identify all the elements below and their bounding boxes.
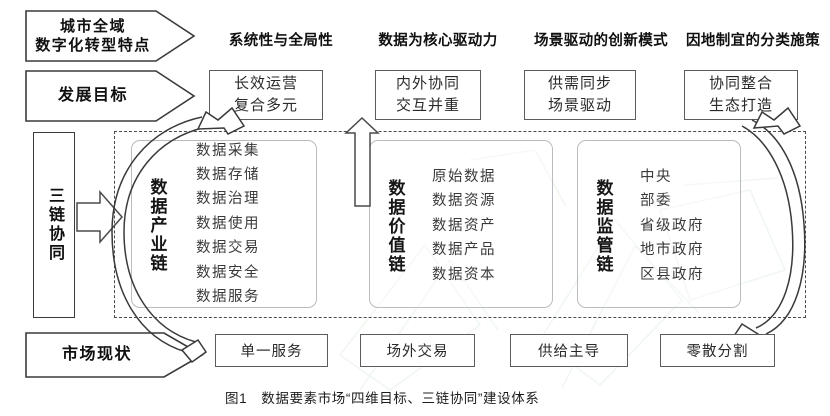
goal-box-2-line2: 交互并重 [395, 97, 460, 114]
goal-box-3-line1: 供需同步 [547, 75, 612, 93]
figure-caption: 图1 数据要素市场“四维目标、三链协同”建设体系 [225, 391, 540, 406]
chain-card-regulation-title: 数据监管链 [593, 178, 613, 274]
goal-box-1-line2: 复合多元 [233, 97, 298, 114]
list-item: 数据治理 [196, 191, 260, 208]
list-item: 数据存储 [196, 167, 260, 184]
list-item: 区县政府 [640, 266, 704, 283]
column-header-3: 场景驱动的创新模式 [533, 33, 669, 49]
chain-card-value-title: 数据价值链 [385, 178, 405, 274]
market-status-box-2: 场外交易 [360, 334, 475, 367]
list-item: 数据资本 [432, 266, 496, 283]
list-item: 数据服务 [196, 288, 260, 305]
chain-card-value [369, 140, 553, 308]
list-item: 数据交易 [196, 240, 260, 257]
row-label-market-status-text: 市场现状 [61, 345, 132, 363]
goal-box-1-line1: 长效运营 [233, 75, 298, 93]
goal-box-4-line2: 生态打造 [708, 97, 773, 114]
market-status-box-3: 供给主导 [510, 334, 628, 367]
goal-box-4-line1: 协同整合 [708, 75, 773, 93]
list-item: 原始数据 [432, 169, 496, 186]
three-chain-container [114, 131, 806, 318]
list-item: 数据采集 [196, 142, 260, 159]
chain-card-regulation-items: 中央 部委 省级政府 地市政府 区县政府 [640, 169, 736, 282]
list-item: 中央 [640, 169, 672, 186]
list-item: 部委 [640, 193, 672, 210]
chain-card-value-items: 原始数据 数据资源 数据资产 数据产品 数据资本 [432, 169, 540, 282]
chain-card-industry-items: 数据采集 数据存储 数据治理 数据使用 数据交易 数据安全 数据服务 [196, 142, 304, 306]
row-label-market-status: 市场现状 [25, 332, 204, 378]
list-item: 数据资源 [432, 193, 496, 210]
goal-box-2-line1: 内外协同 [395, 75, 460, 93]
chain-card-industry-title: 数据产业链 [147, 177, 167, 273]
chain-card-regulation [577, 140, 741, 308]
goal-box-3-line2: 场景驱动 [547, 97, 612, 114]
column-header-1: 系统性与全局性 [228, 33, 334, 49]
row-label-goals-text: 发展目标 [57, 86, 128, 104]
row-label-characteristics: 城市全域 数字化转型特点 [25, 10, 196, 62]
column-header-2: 数据为核心驱动力 [378, 33, 498, 49]
list-item: 数据使用 [196, 215, 260, 232]
goal-box-4: 协同整合 生态打造 [684, 70, 798, 120]
list-item: 数据安全 [196, 264, 260, 281]
list-item: 数据资产 [432, 217, 496, 234]
list-item: 数据产品 [432, 242, 496, 259]
chain-card-industry [131, 140, 317, 308]
row-label-characteristics-text: 城市全域 数字化转型特点 [35, 17, 151, 55]
market-status-box-4: 零散分割 [660, 334, 775, 367]
row-label-three-chain [33, 132, 75, 318]
market-status-box-1: 单一服务 [215, 334, 328, 367]
list-item: 地市政府 [640, 242, 704, 259]
row-label-three-chain-text: 三链协同 [46, 187, 63, 263]
goal-box-2: 内外协同 交互并重 [375, 70, 481, 120]
goal-box-3: 供需同步 场景驱动 [524, 70, 636, 120]
row-label-goals: 发展目标 [25, 70, 196, 122]
list-item: 省级政府 [640, 217, 704, 234]
column-header-4: 因地制宜的分类施策 [685, 33, 821, 49]
